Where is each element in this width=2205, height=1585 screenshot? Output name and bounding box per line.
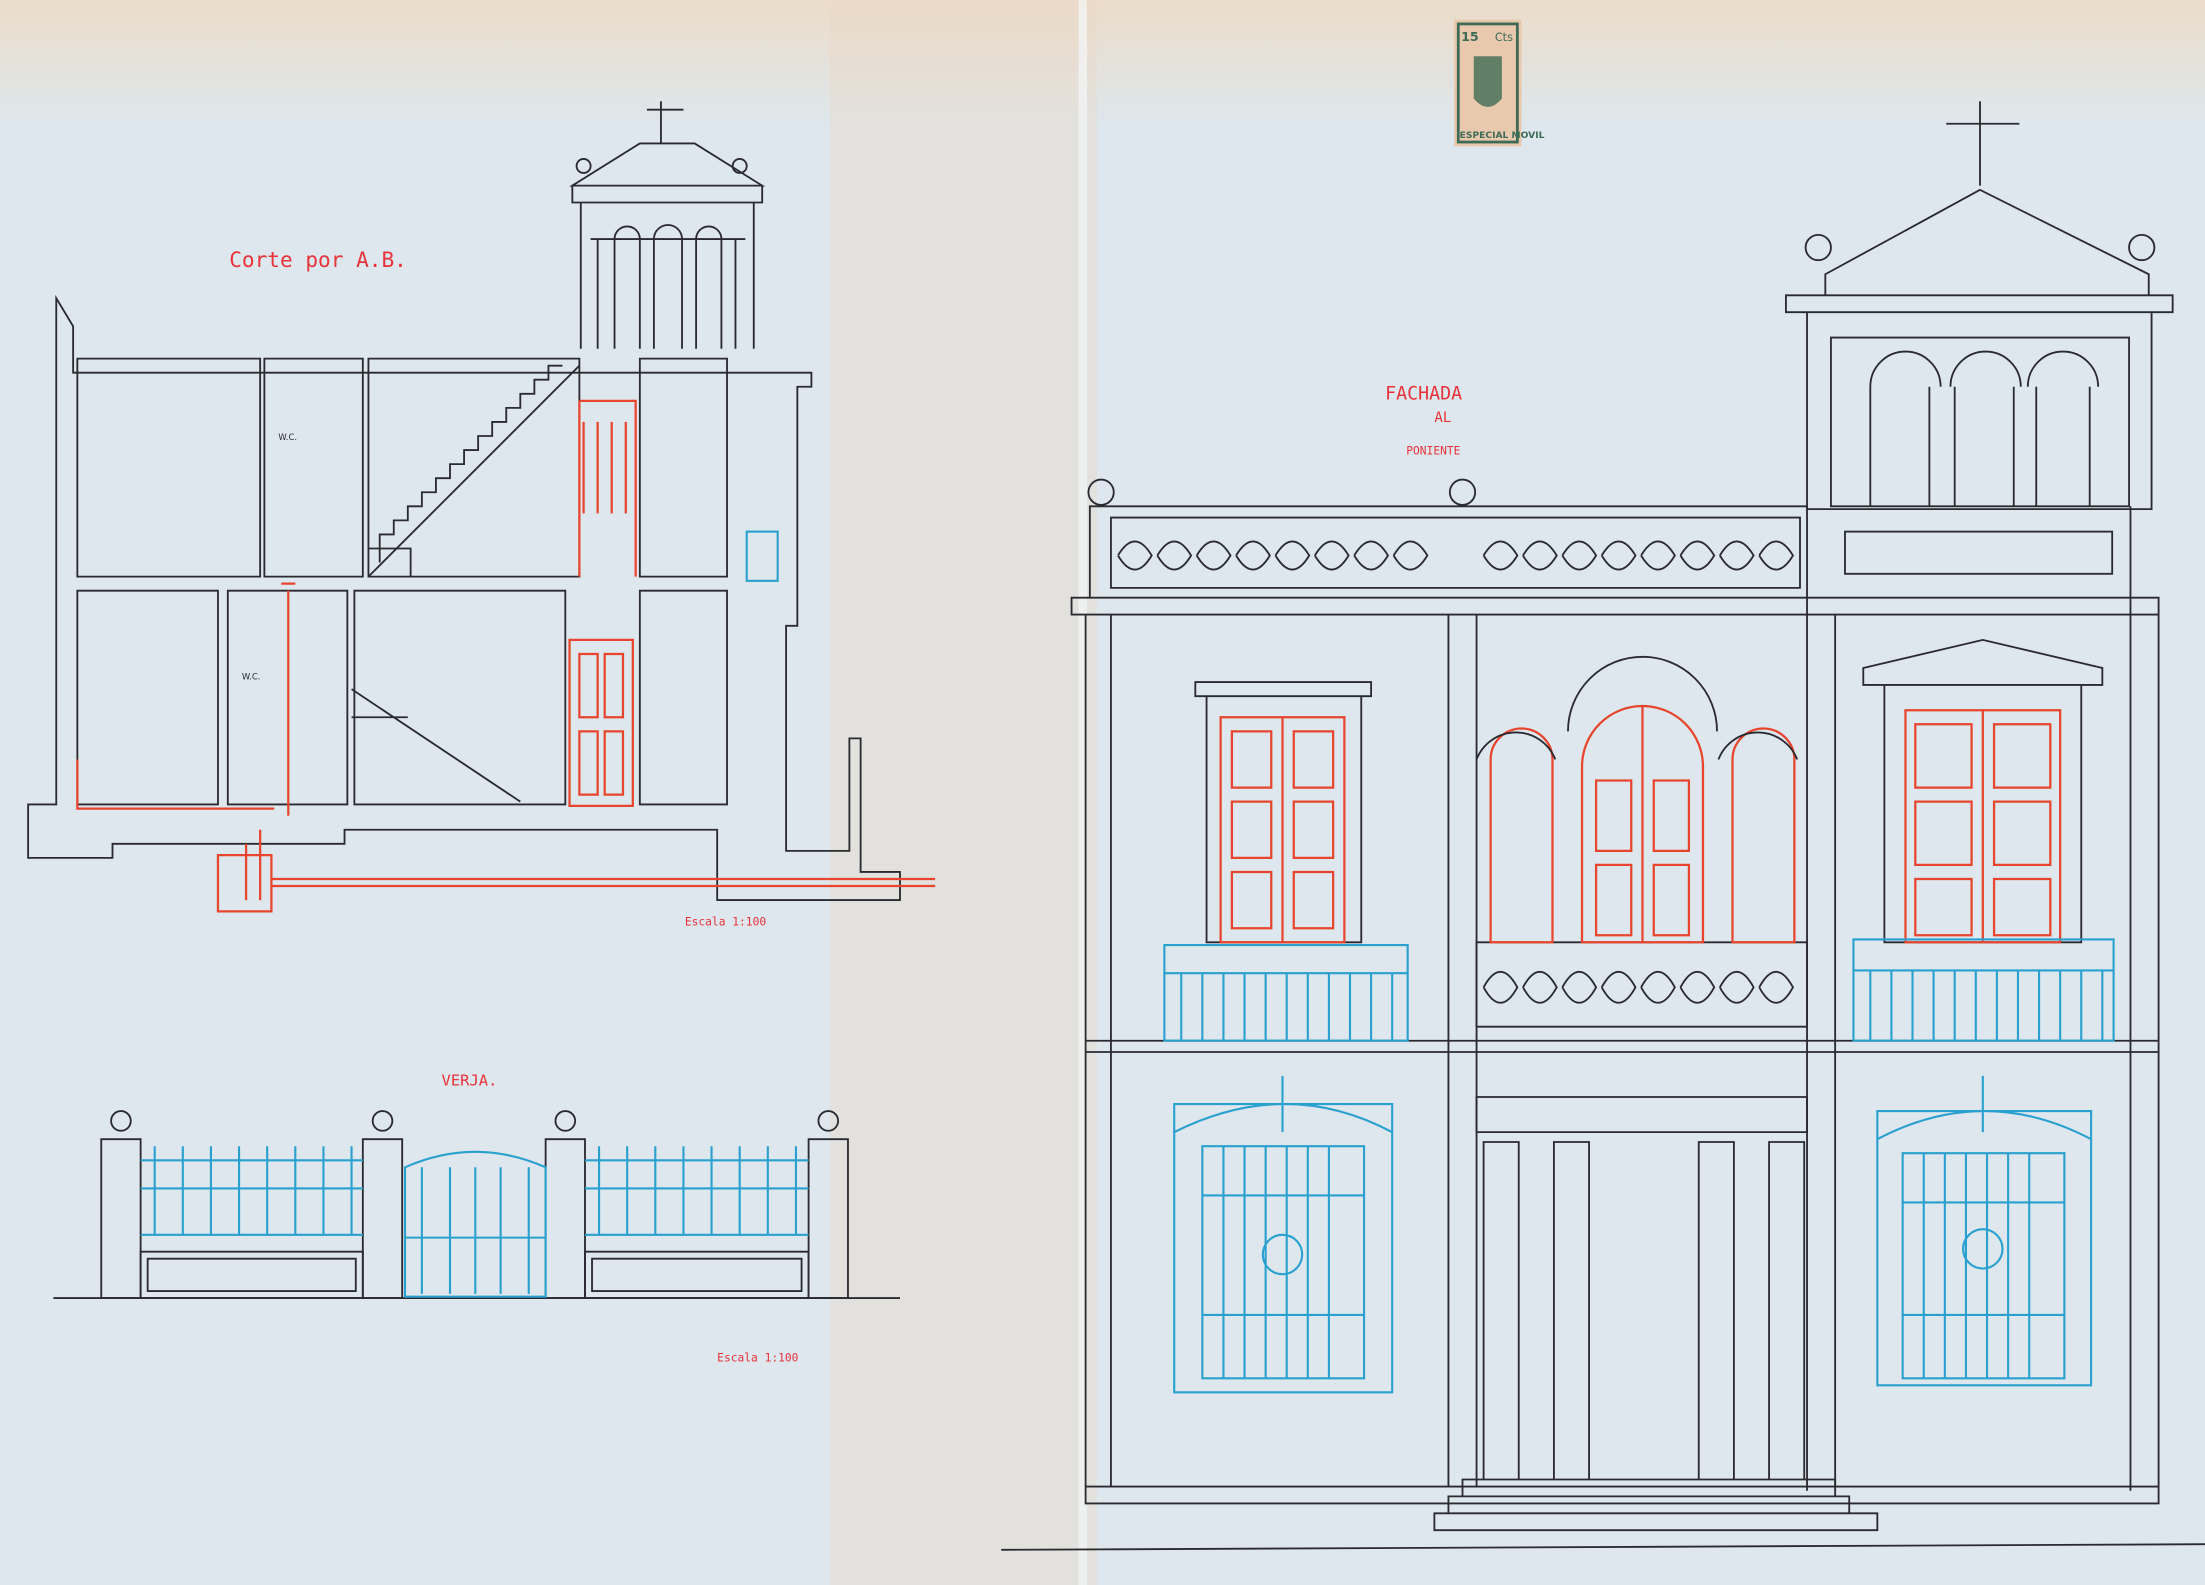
- blue-ironwork: [1163, 938, 2115, 1394]
- red-shutters: [1219, 704, 2062, 944]
- dotted-frieze: [1844, 530, 2114, 575]
- coat-of-arms-icon: [1473, 56, 1502, 107]
- facade-drawing: FACHADA AL PONIENTE: [1001, 101, 2205, 1551]
- fold-stain: [829, 0, 1097, 1585]
- stamp-unit: Cts: [1495, 31, 1513, 44]
- stamp-text: ESPECIAL MOVIL: [1460, 131, 1545, 141]
- section-title: Corte por A.B.: [229, 247, 407, 272]
- tax-stamp: 15 Cts ESPECIAL MOVIL: [1454, 19, 1545, 147]
- facade-title: FACHADA: [1385, 383, 1462, 404]
- facade-line3: PONIENTE: [1406, 444, 1460, 457]
- stamp-value: 15: [1461, 29, 1479, 44]
- fence-title: VERJA.: [442, 1072, 498, 1090]
- fence-scale: Escala 1:100: [717, 1351, 798, 1364]
- fence-drawing: VERJA. Escala 1:100: [53, 1072, 900, 1364]
- wc-label-lower: W.C.: [242, 671, 261, 681]
- balcony-detail: [745, 530, 779, 582]
- facade-line2: AL: [1434, 410, 1451, 426]
- section-scale: Escala 1:100: [685, 915, 766, 928]
- wc-label: W.C.: [278, 432, 297, 442]
- section-drawing: Corte por A.B. W.C. W.C. Escala 1:100: [27, 101, 936, 928]
